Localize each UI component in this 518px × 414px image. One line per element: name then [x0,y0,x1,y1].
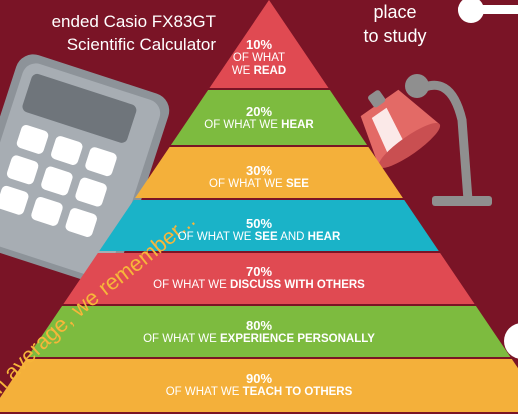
study-caption: place to study [340,0,450,48]
percent-10: 10% [245,37,273,52]
percent-50: 50% [245,216,273,231]
pyramid-label-4: 50% OF WHAT WE SEE AND HEAR [0,216,518,244]
pyramid-layer-3 [135,147,403,198]
calculator-caption-line1: ended Casio FX83GT [51,12,216,31]
toggle-knob-icon [458,0,518,23]
percent-20: 20% [245,104,273,119]
level-1-prefix: OF WHAT [232,52,286,64]
pyramid-layer-5 [63,253,475,304]
pyramid-layer-1 [209,0,329,88]
pyramid-layer-2 [170,90,368,145]
percent-90: 90% [245,371,273,386]
study-caption-line1: place [373,2,417,22]
pyramid-label-5: 70% OF WHAT WE DISCUSS WITH OTHERS [0,264,518,292]
level-5-text: OF WHAT WE DISCUSS WITH OTHERS [153,279,365,291]
pyramid-label-2: 20% OF WHAT WE HEAR [0,104,518,132]
pyramid-layer-4 [99,200,439,251]
pyramid-label-3: 30% OF WHAT WE SEE [0,163,518,191]
desk-lamp-icon [360,74,492,206]
level-6-text: OF WHAT WE EXPERIENCE PERSONALLY [143,333,375,345]
pyramid-layer-7 [0,359,518,412]
level-1-line2: WE READ [231,65,287,77]
pyramid-label-1: 10% OF WHAT WE READ [0,37,518,78]
study-caption-line2: to study [363,26,427,46]
calculator-icon [0,54,170,285]
percent-70: 70% [245,264,273,279]
level-3-text: OF WHAT WE SEE [209,178,309,190]
percent-80: 80% [245,318,273,333]
pyramid-layer-6 [27,306,511,357]
pyramid-label-6: 80% OF WHAT WE EXPERIENCE PERSONALLY [0,318,518,346]
level-2-text: OF WHAT WE HEAR [204,119,314,131]
calculator-caption: ended Casio FX83GT Scientific Calculator [0,10,216,56]
calculator-caption-line2: Scientific Calculator [66,35,216,54]
level-4-text: OF WHAT WE SEE AND HEAR [177,231,341,243]
level-7-text: OF WHAT WE TEACH TO OTHERS [165,386,353,398]
pyramid-label-7: 90% OF WHAT WE TEACH TO OTHERS [0,371,518,399]
decorative-circle-icon [504,323,518,359]
percent-30: 30% [245,163,273,178]
